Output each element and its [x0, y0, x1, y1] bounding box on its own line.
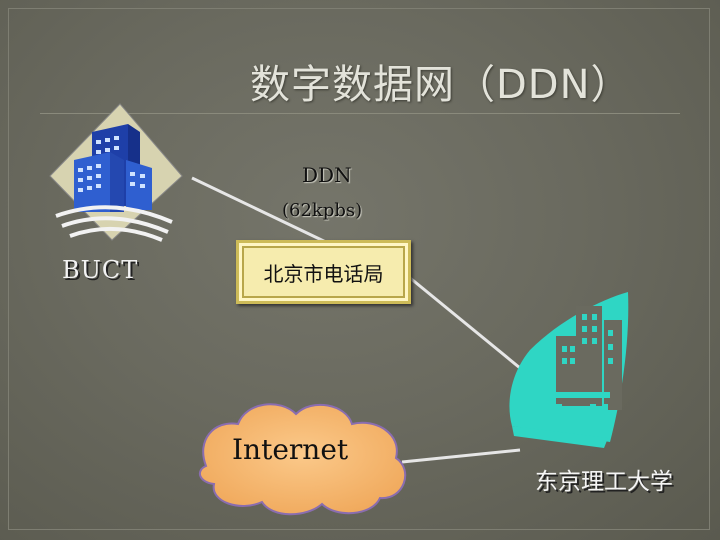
title-divider: [40, 113, 680, 114]
connector-exchange-to-bit: [403, 271, 521, 370]
network-label: Internet: [232, 433, 349, 466]
site-b-label: 东京理工大学: [535, 469, 673, 495]
link-speed-label: (62kpbs): [282, 200, 363, 221]
exchange-label: 北京市电话局: [263, 261, 384, 286]
site-a-label: BUCT: [62, 256, 139, 284]
connector-internet-to-bit: [401, 448, 521, 464]
slide-frame: [8, 8, 710, 530]
connector-buct-to-exchange: [191, 176, 331, 246]
exchange-node: 北京市电话局: [236, 240, 411, 304]
slide-title: 数字数据网（DDN）: [250, 62, 632, 108]
link-label: DDN: [302, 163, 352, 187]
